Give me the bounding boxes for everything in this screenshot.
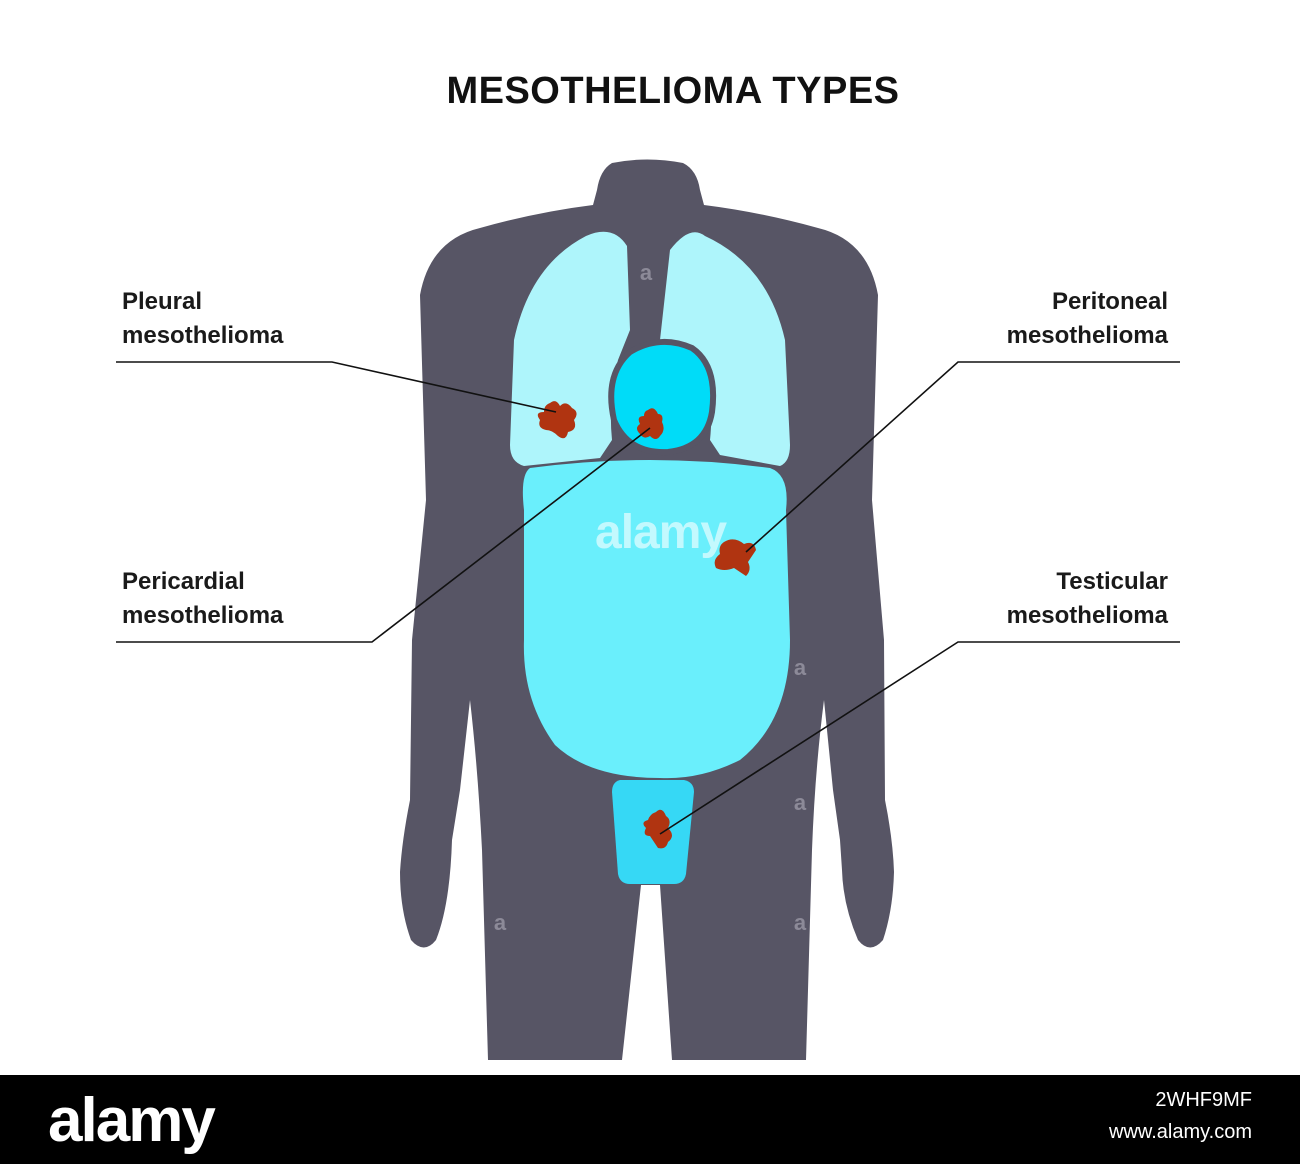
image-id: 2WHF9MF [1155, 1089, 1252, 1111]
watermark-mark: a [794, 655, 807, 680]
testicular-tumor [643, 809, 672, 849]
heart [608, 338, 717, 456]
stock-footer-bar: alamy 2WHF9MF www.alamy.com [0, 1075, 1300, 1164]
label-testicular-mesothelioma: Testicular mesothelioma [1007, 565, 1168, 633]
watermark-mark: a [794, 910, 807, 935]
diagram-title: MESOTHELIOMA TYPES [446, 70, 900, 112]
watermark-text: alamy [595, 506, 727, 559]
left-lung [510, 231, 630, 466]
testicular-leader-line [659, 641, 1180, 835]
label-line: mesothelioma [122, 322, 284, 349]
label-line: Pericardial [122, 568, 245, 595]
pericardial-tumor [637, 408, 664, 439]
right-lung [660, 232, 790, 466]
label-line: mesothelioma [1006, 322, 1168, 349]
label-pericardial-mesothelioma: Pericardial mesothelioma [122, 565, 283, 633]
pericardial-leader-line [116, 427, 651, 643]
label-line: mesothelioma [1006, 602, 1168, 629]
pleural-leader-line [116, 361, 557, 413]
leader-lines [116, 361, 1180, 835]
label-line: Testicular [1056, 568, 1168, 595]
label-line: Peritoneal [1051, 288, 1168, 315]
label-pleural-mesothelioma: Pleural mesothelioma [122, 285, 283, 353]
label-peritoneal-mesothelioma: Peritoneal mesothelioma [1007, 285, 1168, 353]
watermark-mark: a [494, 910, 507, 935]
label-line: Pleural [122, 288, 203, 315]
abdomen-cavity [522, 460, 790, 779]
site-url: www.alamy.com [1109, 1121, 1252, 1143]
watermark-mark: a [640, 260, 653, 285]
peritoneal-leader-line [745, 361, 1180, 553]
alamy-logo: alamy [48, 1086, 216, 1155]
anatomy-diagram: a a a a a [116, 159, 1180, 1060]
peritoneal-tumor [714, 539, 756, 576]
label-line: mesothelioma [122, 602, 284, 629]
watermark-mark: a [794, 790, 807, 815]
